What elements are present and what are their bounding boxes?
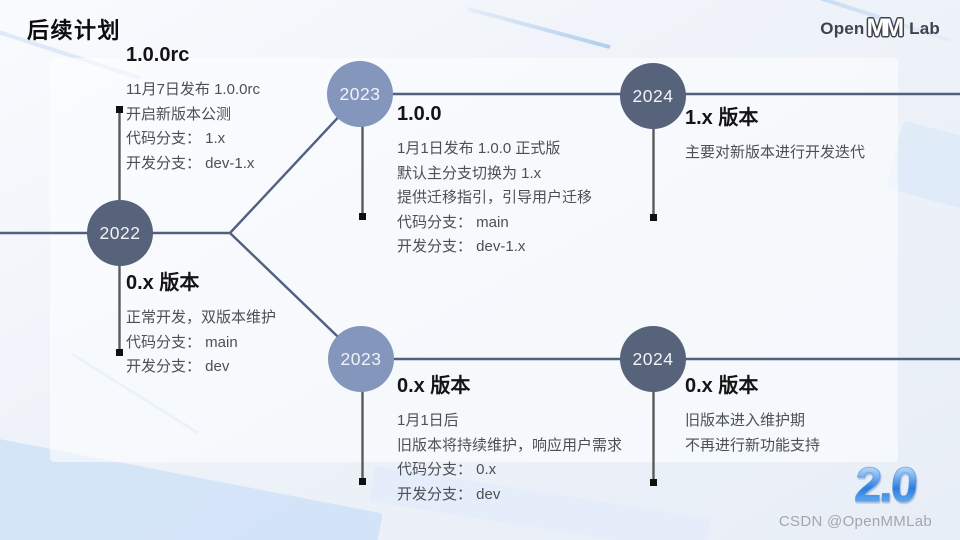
milestone-line: 旧版本将持续维护，响应用户需求	[397, 436, 623, 454]
milestone-block-100: 1.0.0 1月1日发布 1.0.0 正式版 默认主分支切换为 1.x 提供迁移…	[397, 103, 592, 260]
milestone-block-1x-2024: 1.x 版本 主要对新版本进行开发迭代	[685, 101, 865, 166]
milestone-heading: 0.x 版本	[685, 375, 759, 397]
milestone-heading: 1.0.0rc	[126, 44, 190, 66]
logo-mm-icon: MM	[866, 14, 905, 42]
milestone-heading: 0.x 版本	[126, 272, 200, 294]
csdn-watermark: CSDN @OpenMMLab	[778, 513, 932, 530]
tick-caps	[116, 106, 657, 486]
version-2-badge: 2.0	[853, 459, 918, 513]
milestone-line: 1月1日发布 1.0.0 正式版	[397, 140, 561, 157]
milestone-line: 代码分支： 0.x	[397, 461, 497, 479]
node-year-label: 2024	[632, 348, 674, 369]
timeline-node-2024-new: 2024	[620, 63, 686, 129]
milestone-heading: 0.x 版本	[397, 375, 471, 397]
milestone-line: 提供迁移指引，引导用户迁移	[397, 189, 593, 207]
milestone-line: 不再进行新功能支持	[685, 436, 821, 454]
milestone-block-0x-2024: 0.x 版本 旧版本进入维护期 不再进行新功能支持	[685, 369, 820, 458]
milestone-line: 代码分支： 1.x	[126, 130, 226, 148]
milestone-line: 主要对新版本进行开发迭代	[685, 144, 866, 161]
node-year-label: 2023	[340, 348, 382, 369]
page-title: 后续计划	[27, 18, 122, 43]
milestone-block-100rc: 1.0.0rc 11月7日发布 1.0.0rc 开启新版本公测 代码分支： 1.…	[126, 44, 260, 176]
milestone-line: 开发分支： dev	[397, 485, 501, 503]
milestone-line: 默认主分支切换为 1.x	[397, 164, 542, 182]
logo-text-lab: Lab	[909, 18, 940, 38]
timeline-node-2023-new: 2023	[327, 61, 393, 127]
milestone-line: 开启新版本公测	[126, 105, 232, 123]
milestone-line: 开发分支： dev-1.x	[397, 238, 526, 256]
milestone-block-0x-2022: 0.x 版本 正常开发，双版本维护 代码分支： main 开发分支： dev	[126, 266, 276, 380]
milestone-heading: 1.x 版本	[685, 107, 759, 129]
milestone-line: 1月1日后	[397, 412, 459, 429]
milestone-line: 开发分支： dev-1.x	[126, 154, 255, 172]
milestone-line: 11月7日发布 1.0.0rc	[126, 81, 260, 98]
milestone-line: 旧版本进入维护期	[685, 412, 806, 429]
timeline-node-2024-old: 2024	[620, 326, 686, 392]
milestone-heading: 1.0.0	[397, 103, 442, 125]
milestone-line: 正常开发，双版本维护	[126, 309, 277, 326]
node-year-label: 2024	[632, 85, 674, 106]
logo-text-open: Open	[820, 18, 865, 38]
openmmlab-logo: Open MM Lab	[820, 14, 940, 43]
milestone-line: 代码分支： main	[126, 333, 238, 351]
timeline-node-2023-old: 2023	[328, 326, 394, 392]
tick-lines	[118, 109, 655, 482]
milestone-line: 开发分支： dev	[126, 358, 230, 376]
node-year-label: 2022	[99, 222, 141, 243]
milestone-line: 代码分支： main	[397, 213, 509, 231]
content-panel	[50, 58, 898, 462]
timeline-node-2022: 2022	[87, 200, 153, 266]
node-year-label: 2023	[339, 83, 381, 104]
milestone-block-0x-2023: 0.x 版本 1月1日后 旧版本将持续维护，响应用户需求 代码分支： 0.x 开…	[397, 369, 622, 507]
